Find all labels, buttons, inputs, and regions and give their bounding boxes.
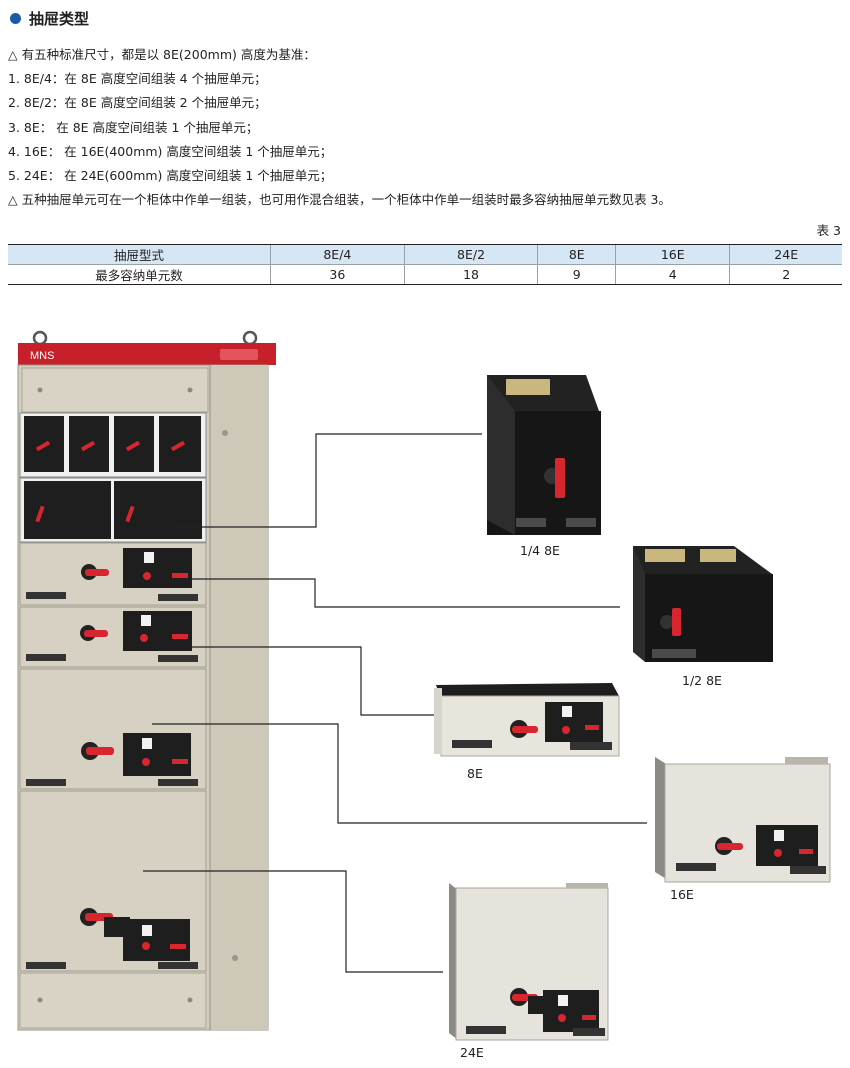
- description-line: △ 五种抽屉单元可在一个柜体中作单一组装，也可用作混合组装，一个柜体中作单一组装…: [8, 192, 672, 208]
- unit-label: 8E: [467, 766, 483, 781]
- table-header-cell: 8E/2: [403, 244, 538, 265]
- table-header-cell: 16E: [615, 244, 730, 265]
- description-line: 3. 8E： 在 8E 高度空间组装 1 个抽屉单元；: [8, 119, 259, 135]
- unit-label: 16E: [670, 887, 694, 902]
- description-line: 2. 8E/2：在 8E 高度空间组装 2 个抽屉单元；: [8, 95, 267, 111]
- section-title: 抽屉类型: [29, 10, 90, 28]
- brand-logo-icon: [220, 349, 258, 360]
- description-line: 1. 8E/4：在 8E 高度空间组装 4 个抽屉单元；: [8, 71, 267, 87]
- drawer-unit-24e: [449, 883, 609, 1041]
- drawer-unit-16e: [655, 757, 831, 883]
- drawer-unit-1-2-8e: [633, 546, 773, 662]
- table-cell: 4: [615, 264, 730, 285]
- description-text: △ 有五种标准尺寸，都是以 8E(200mm) 高度为基准： 1. 8E/4：在…: [8, 43, 671, 212]
- drawer-capacity-table: 抽屉型式 8E/4 8E/2 8E 16E 24E 最多容纳单元数 36 18 …: [8, 244, 842, 285]
- unit-label: 1/2 8E: [682, 673, 722, 688]
- description-line: 5. 24E： 在 24E(600mm) 高度空间组装 1 个抽屉单元；: [8, 168, 333, 184]
- brand-bar: [18, 343, 276, 365]
- section-heading: 抽屉类型: [10, 8, 89, 29]
- table-header-row: 抽屉型式 8E/4 8E/2 8E 16E 24E: [8, 244, 842, 265]
- cabinet-label: MNS: [30, 350, 54, 362]
- description-line: △ 有五种标准尺寸，都是以 8E(200mm) 高度为基准：: [8, 47, 316, 62]
- leader-lines: [143, 433, 647, 973]
- description-line: 4. 16E： 在 16E(400mm) 高度空间组装 1 个抽屉单元；: [8, 143, 333, 159]
- table-cell: 18: [403, 264, 538, 285]
- bullet-icon: [10, 13, 21, 24]
- switchgear-cabinet: MNS: [17, 330, 276, 1031]
- lifting-eye-icon: [242, 330, 258, 346]
- drawer-unit-1-4-8e: [487, 375, 601, 535]
- table-cell: 最多容纳单元数: [8, 264, 271, 285]
- table-cell: 36: [270, 264, 405, 285]
- table-cell: 9: [537, 264, 616, 285]
- table-header-cell: 8E/4: [270, 244, 405, 265]
- unit-label: 24E: [460, 1045, 484, 1060]
- table-header-cell: 24E: [729, 244, 842, 265]
- table-cell: 2: [729, 264, 842, 285]
- drawer-unit-8e: [434, 683, 620, 757]
- table-header-cell: 抽屉型式: [8, 244, 271, 265]
- table-caption: 表 3: [816, 223, 841, 238]
- lifting-eye-icon: [32, 330, 48, 346]
- table-row: 最多容纳单元数 36 18 9 4 2: [8, 264, 842, 285]
- table-header-cell: 8E: [537, 244, 616, 265]
- unit-label: 1/4 8E: [520, 543, 560, 558]
